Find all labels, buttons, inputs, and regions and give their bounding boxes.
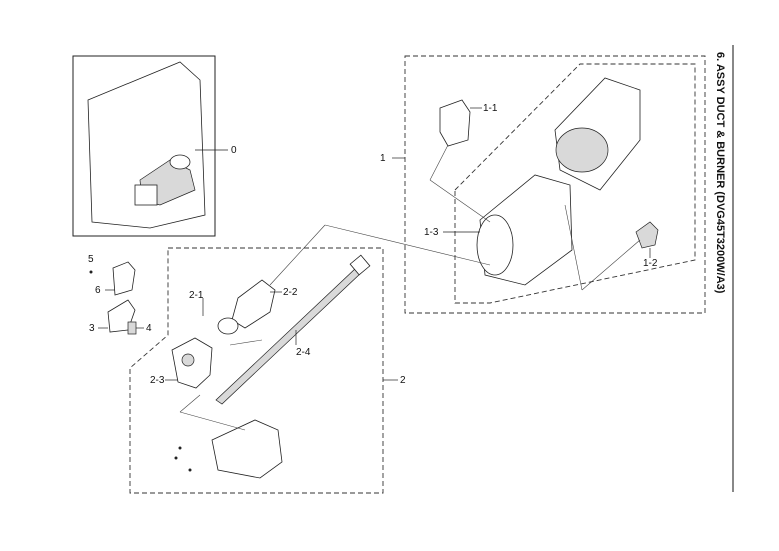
label-1-2: 1-2 (643, 258, 658, 269)
assembly-1-group: 1 1-1 1-3 1-2 (380, 55, 706, 314)
label-2: 2 (400, 375, 406, 386)
label-2-1: 2-1 (189, 290, 204, 301)
diagram-title-group: 6. ASSY DUCT & BURNER (DVG45T3200W/A3) (714, 45, 734, 492)
pad-4 (127, 321, 137, 335)
valve-bracket-2-2 (231, 279, 276, 329)
assembly-2-group: 2 2-2 2-1 2-4 2-3 (129, 247, 406, 494)
label-4: 4 (146, 323, 152, 334)
connector-line-b (324, 224, 491, 266)
bracket-1-1 (439, 99, 471, 147)
clip-6 (112, 261, 136, 296)
label-2-2: 2-2 (283, 287, 298, 298)
label-5: 5 (88, 254, 94, 265)
mounting-bracket (211, 419, 283, 479)
label-1-3: 1-3 (424, 227, 439, 238)
label-2-4: 2-4 (296, 347, 311, 358)
assembly-0-box: 0 (72, 55, 237, 237)
igniter-2-1 (217, 317, 239, 335)
label-1: 1 (380, 153, 386, 164)
small-parts-group: 5 6 3 4 (88, 254, 152, 335)
connector-line-a (269, 224, 326, 286)
label-1-1: 1-1 (483, 103, 498, 114)
sensor-1-2 (635, 221, 659, 249)
label-6: 6 (95, 285, 101, 296)
label-2-3: 2-3 (150, 375, 165, 386)
label-3: 3 (89, 323, 95, 334)
label-0: 0 (231, 145, 237, 156)
diagram-title: 6. ASSY DUCT & BURNER (DVG45T3200W/A3) (714, 52, 726, 294)
